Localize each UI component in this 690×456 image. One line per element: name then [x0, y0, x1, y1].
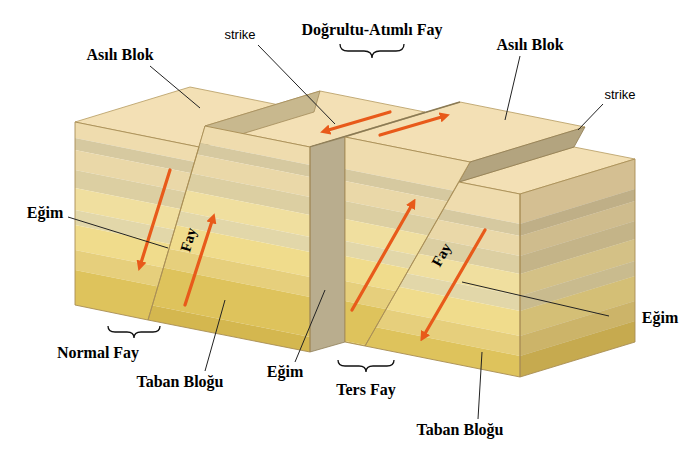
- block-outline: [520, 159, 635, 377]
- brace: [108, 326, 160, 338]
- block-outline: [365, 182, 520, 377]
- block-label: Asılı Blok: [496, 36, 563, 54]
- block-label: Asılı Blok: [86, 46, 153, 64]
- side-face: [0, 85, 690, 456]
- motion-arrows: [140, 112, 485, 337]
- leader-lines: [68, 45, 609, 419]
- strata-fill: [0, 42, 690, 456]
- leader-line: [578, 104, 603, 130]
- fault-label: Fay: [177, 226, 200, 254]
- dip-label: Eğim: [27, 204, 63, 222]
- motion-arrow: [352, 203, 413, 310]
- strata-fill: [0, 85, 690, 456]
- fault-plane: [459, 127, 585, 182]
- leader-line: [478, 352, 482, 419]
- dip-label: Eğim: [267, 363, 303, 381]
- brace: [338, 360, 394, 372]
- leader-line: [462, 282, 609, 316]
- strike-label: strike: [224, 28, 255, 43]
- leader-line: [295, 290, 325, 362]
- brace: [340, 44, 404, 58]
- front-face: [0, 22, 690, 456]
- fault-type-label: Doğrultu-Atımlı Fay: [302, 21, 443, 39]
- block-outline: [148, 126, 310, 352]
- motion-arrow: [423, 230, 485, 337]
- motion-arrow: [380, 116, 445, 135]
- leader-line: [150, 66, 200, 108]
- strata-fill: [0, 25, 690, 456]
- strike-slip-plane: [310, 137, 345, 352]
- front-face: [0, 45, 690, 456]
- block-outline: [345, 137, 470, 346]
- fault-label: Fay: [429, 240, 456, 270]
- motion-arrow: [325, 112, 390, 131]
- fault-type-label: Ters Fay: [336, 381, 395, 399]
- front-face: [0, 42, 690, 456]
- braces: [108, 44, 404, 372]
- motion-arrow: [140, 170, 170, 266]
- strata-fill: [0, 45, 690, 456]
- block-outline: [75, 122, 199, 320]
- strata-fill: [0, 22, 690, 456]
- block-label: Taban Bloğu: [136, 373, 223, 391]
- fault-type-label: Normal Fay: [57, 344, 139, 362]
- leader-line: [258, 45, 335, 124]
- leader-line: [205, 300, 225, 371]
- side-shade: [520, 159, 635, 377]
- strike-label: strike: [604, 88, 635, 103]
- leader-line: [68, 217, 168, 248]
- front-face: [0, 25, 690, 456]
- dip-label: Eğim: [642, 309, 678, 327]
- leader-line: [505, 56, 520, 120]
- block-label: Taban Bloğu: [416, 421, 503, 439]
- block-outlines: [75, 122, 635, 377]
